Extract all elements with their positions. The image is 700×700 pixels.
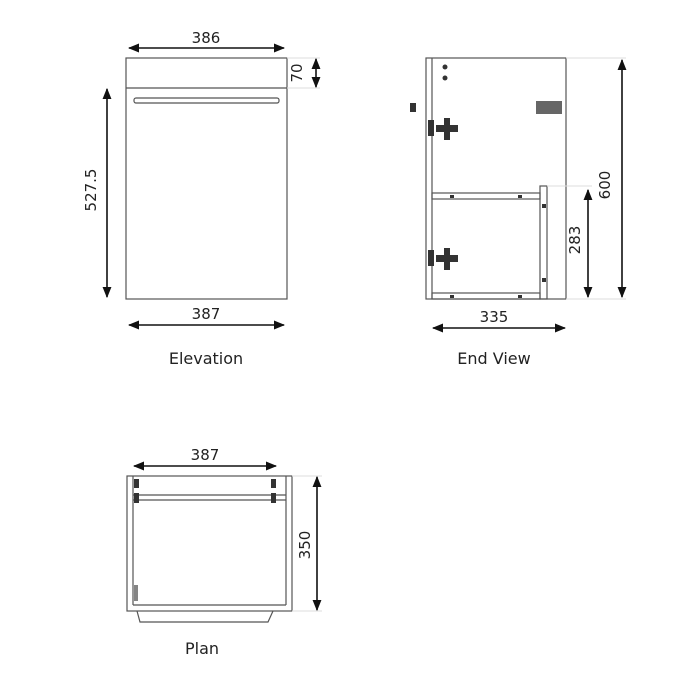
end-view: 600 283 335 End View [410, 57, 627, 368]
dim-label-door-height: 527.5 [82, 169, 100, 212]
door-front [136, 610, 274, 623]
shelf-lower [431, 292, 541, 300]
hinge-icon [428, 248, 458, 270]
dim-label-plan-depth: 350 [296, 531, 314, 560]
door-handle [133, 97, 280, 104]
dim-label-depth: 335 [480, 308, 509, 326]
plan-caption: Plan [185, 639, 219, 658]
end-view-caption: End View [457, 349, 530, 368]
cabinet-outline [125, 57, 288, 300]
hinge-icon [428, 118, 458, 140]
plan-view: 387 350 Plan [126, 446, 322, 658]
plan-outline [126, 475, 293, 612]
bracket-icon [410, 64, 562, 114]
shelf-upper [431, 192, 541, 200]
dim-label-top-height: 70 [288, 63, 306, 82]
dim-label-width-top: 386 [192, 29, 221, 47]
elevation-caption: Elevation [169, 349, 243, 368]
dim-label-height: 600 [596, 171, 614, 200]
dim-label-shelf-height: 283 [566, 226, 584, 255]
dim-label-width-bottom: 387 [192, 305, 221, 323]
elevation-view: 386 70 527.5 387 Elevation [82, 29, 321, 368]
dim-label-plan-width: 387 [191, 446, 220, 464]
drawer-back [539, 185, 548, 300]
